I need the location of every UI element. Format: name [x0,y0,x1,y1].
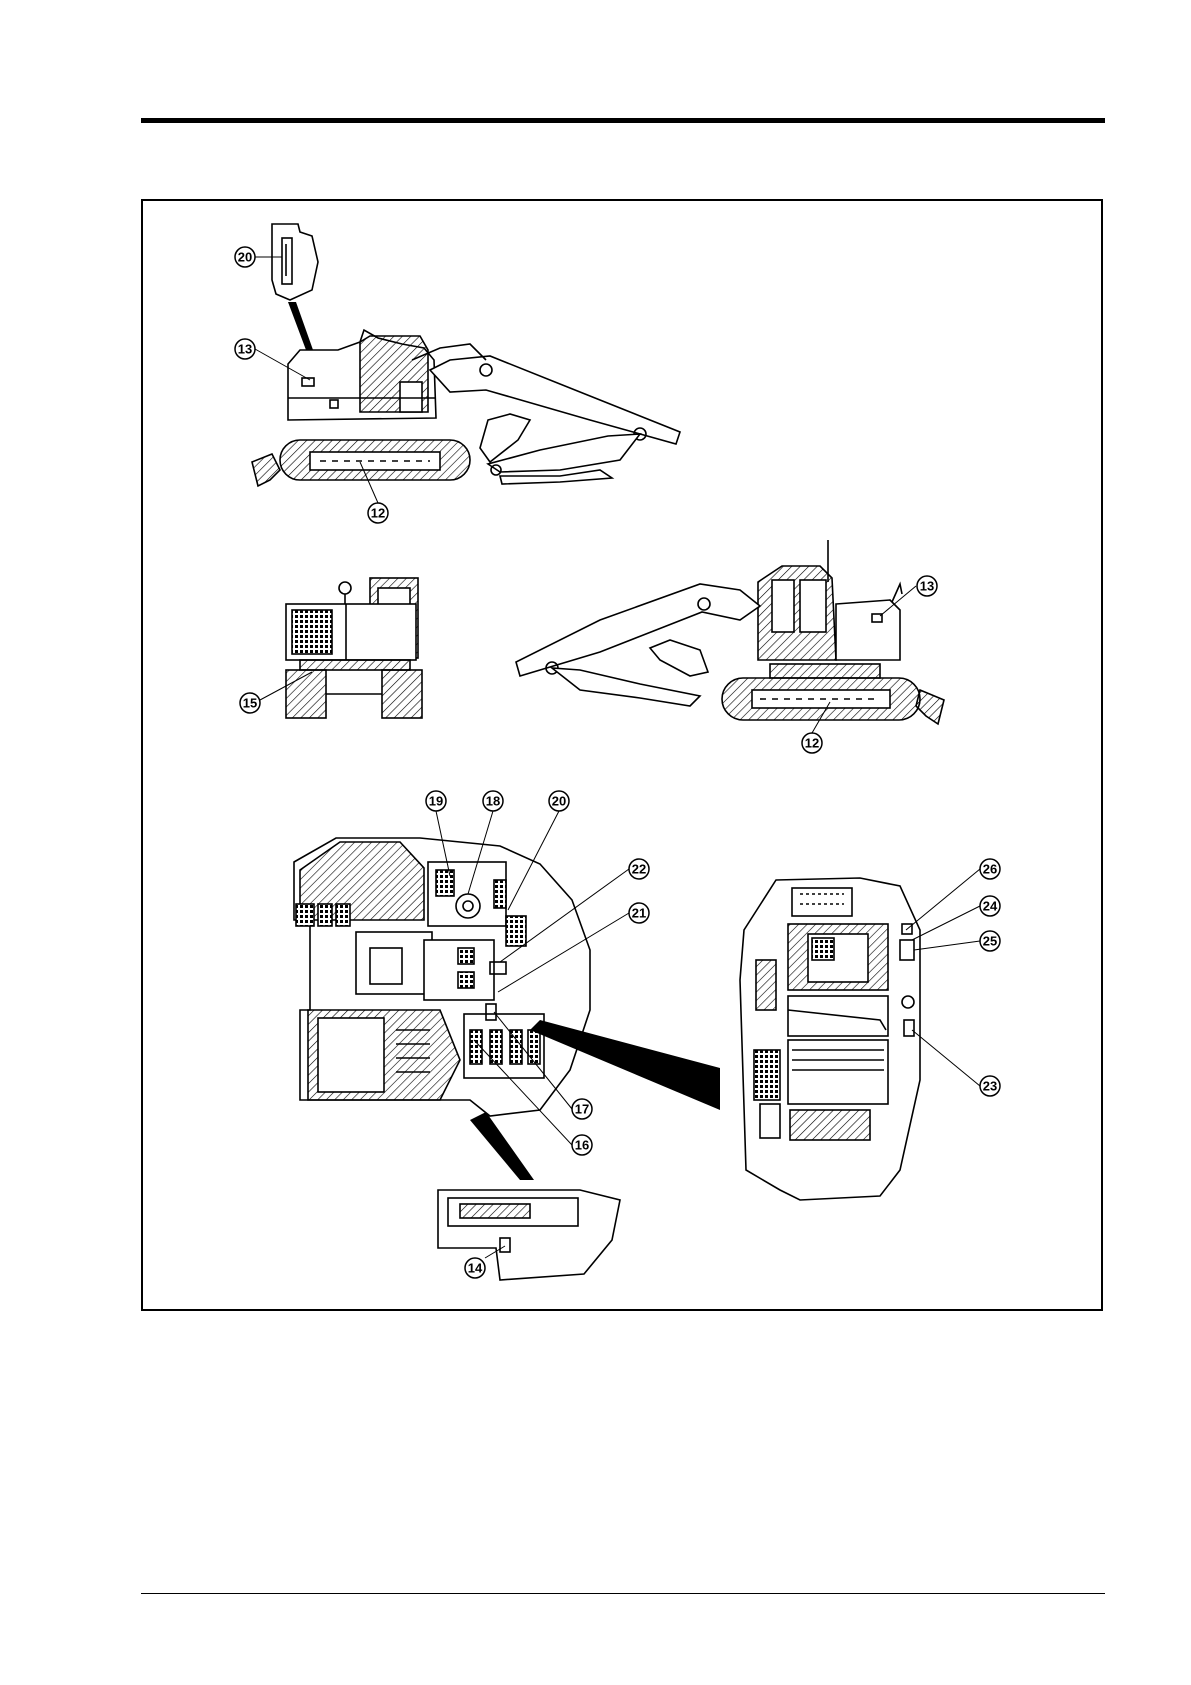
callout-23-c23: 23 [980,1076,1000,1096]
callout-number: 20 [238,250,252,265]
callout-19-c19: 19 [426,791,446,811]
callout-14-c14: 14 [465,1258,485,1278]
callout-number: 21 [632,906,646,921]
callout-number: 26 [983,862,997,877]
callout-26-c26: 26 [980,859,1000,879]
callout-number: 16 [575,1138,589,1153]
callout-24-c24: 24 [980,896,1000,916]
callout-12-c12b: 12 [802,733,822,753]
callout-13-c13a: 13 [235,339,255,359]
callout-16-c16: 16 [572,1135,592,1155]
callout-number: 19 [429,794,443,809]
callout-number: 20 [552,794,566,809]
callout-20-c20a: 20 [235,247,255,267]
callout-number: 23 [983,1079,997,1094]
callout-15-c15: 15 [240,693,260,713]
callout-number: 13 [920,579,934,594]
callout-number: 12 [805,736,819,751]
upper-structure-top-view [294,811,720,1145]
detail-14-inset [438,1112,620,1280]
callout-number: 13 [238,342,252,357]
excavator-left-side-view [252,224,680,503]
callout-13-c13b: 13 [917,576,937,596]
callout-number: 17 [575,1102,589,1117]
callout-number: 12 [371,506,385,521]
callout-20-c20b: 20 [549,791,569,811]
callout-number: 18 [486,794,500,809]
callout-21-c21: 21 [629,903,649,923]
callout-number: 25 [983,934,997,949]
callout-25-c25: 25 [980,931,1000,951]
excavator-front-view [260,578,422,718]
cab-detail-inset [272,224,318,366]
callout-18-c18: 18 [483,791,503,811]
excavator-right-side-view [516,540,944,733]
callout-number: 24 [983,899,998,914]
callout-17-c17: 17 [572,1099,592,1119]
callout-12-c12a: 12 [368,503,388,523]
engine-room-detail-view [740,869,980,1200]
callout-number: 15 [243,696,257,711]
callout-22-c22: 22 [629,859,649,879]
callout-number: 22 [632,862,646,877]
callout-number: 14 [468,1261,483,1276]
